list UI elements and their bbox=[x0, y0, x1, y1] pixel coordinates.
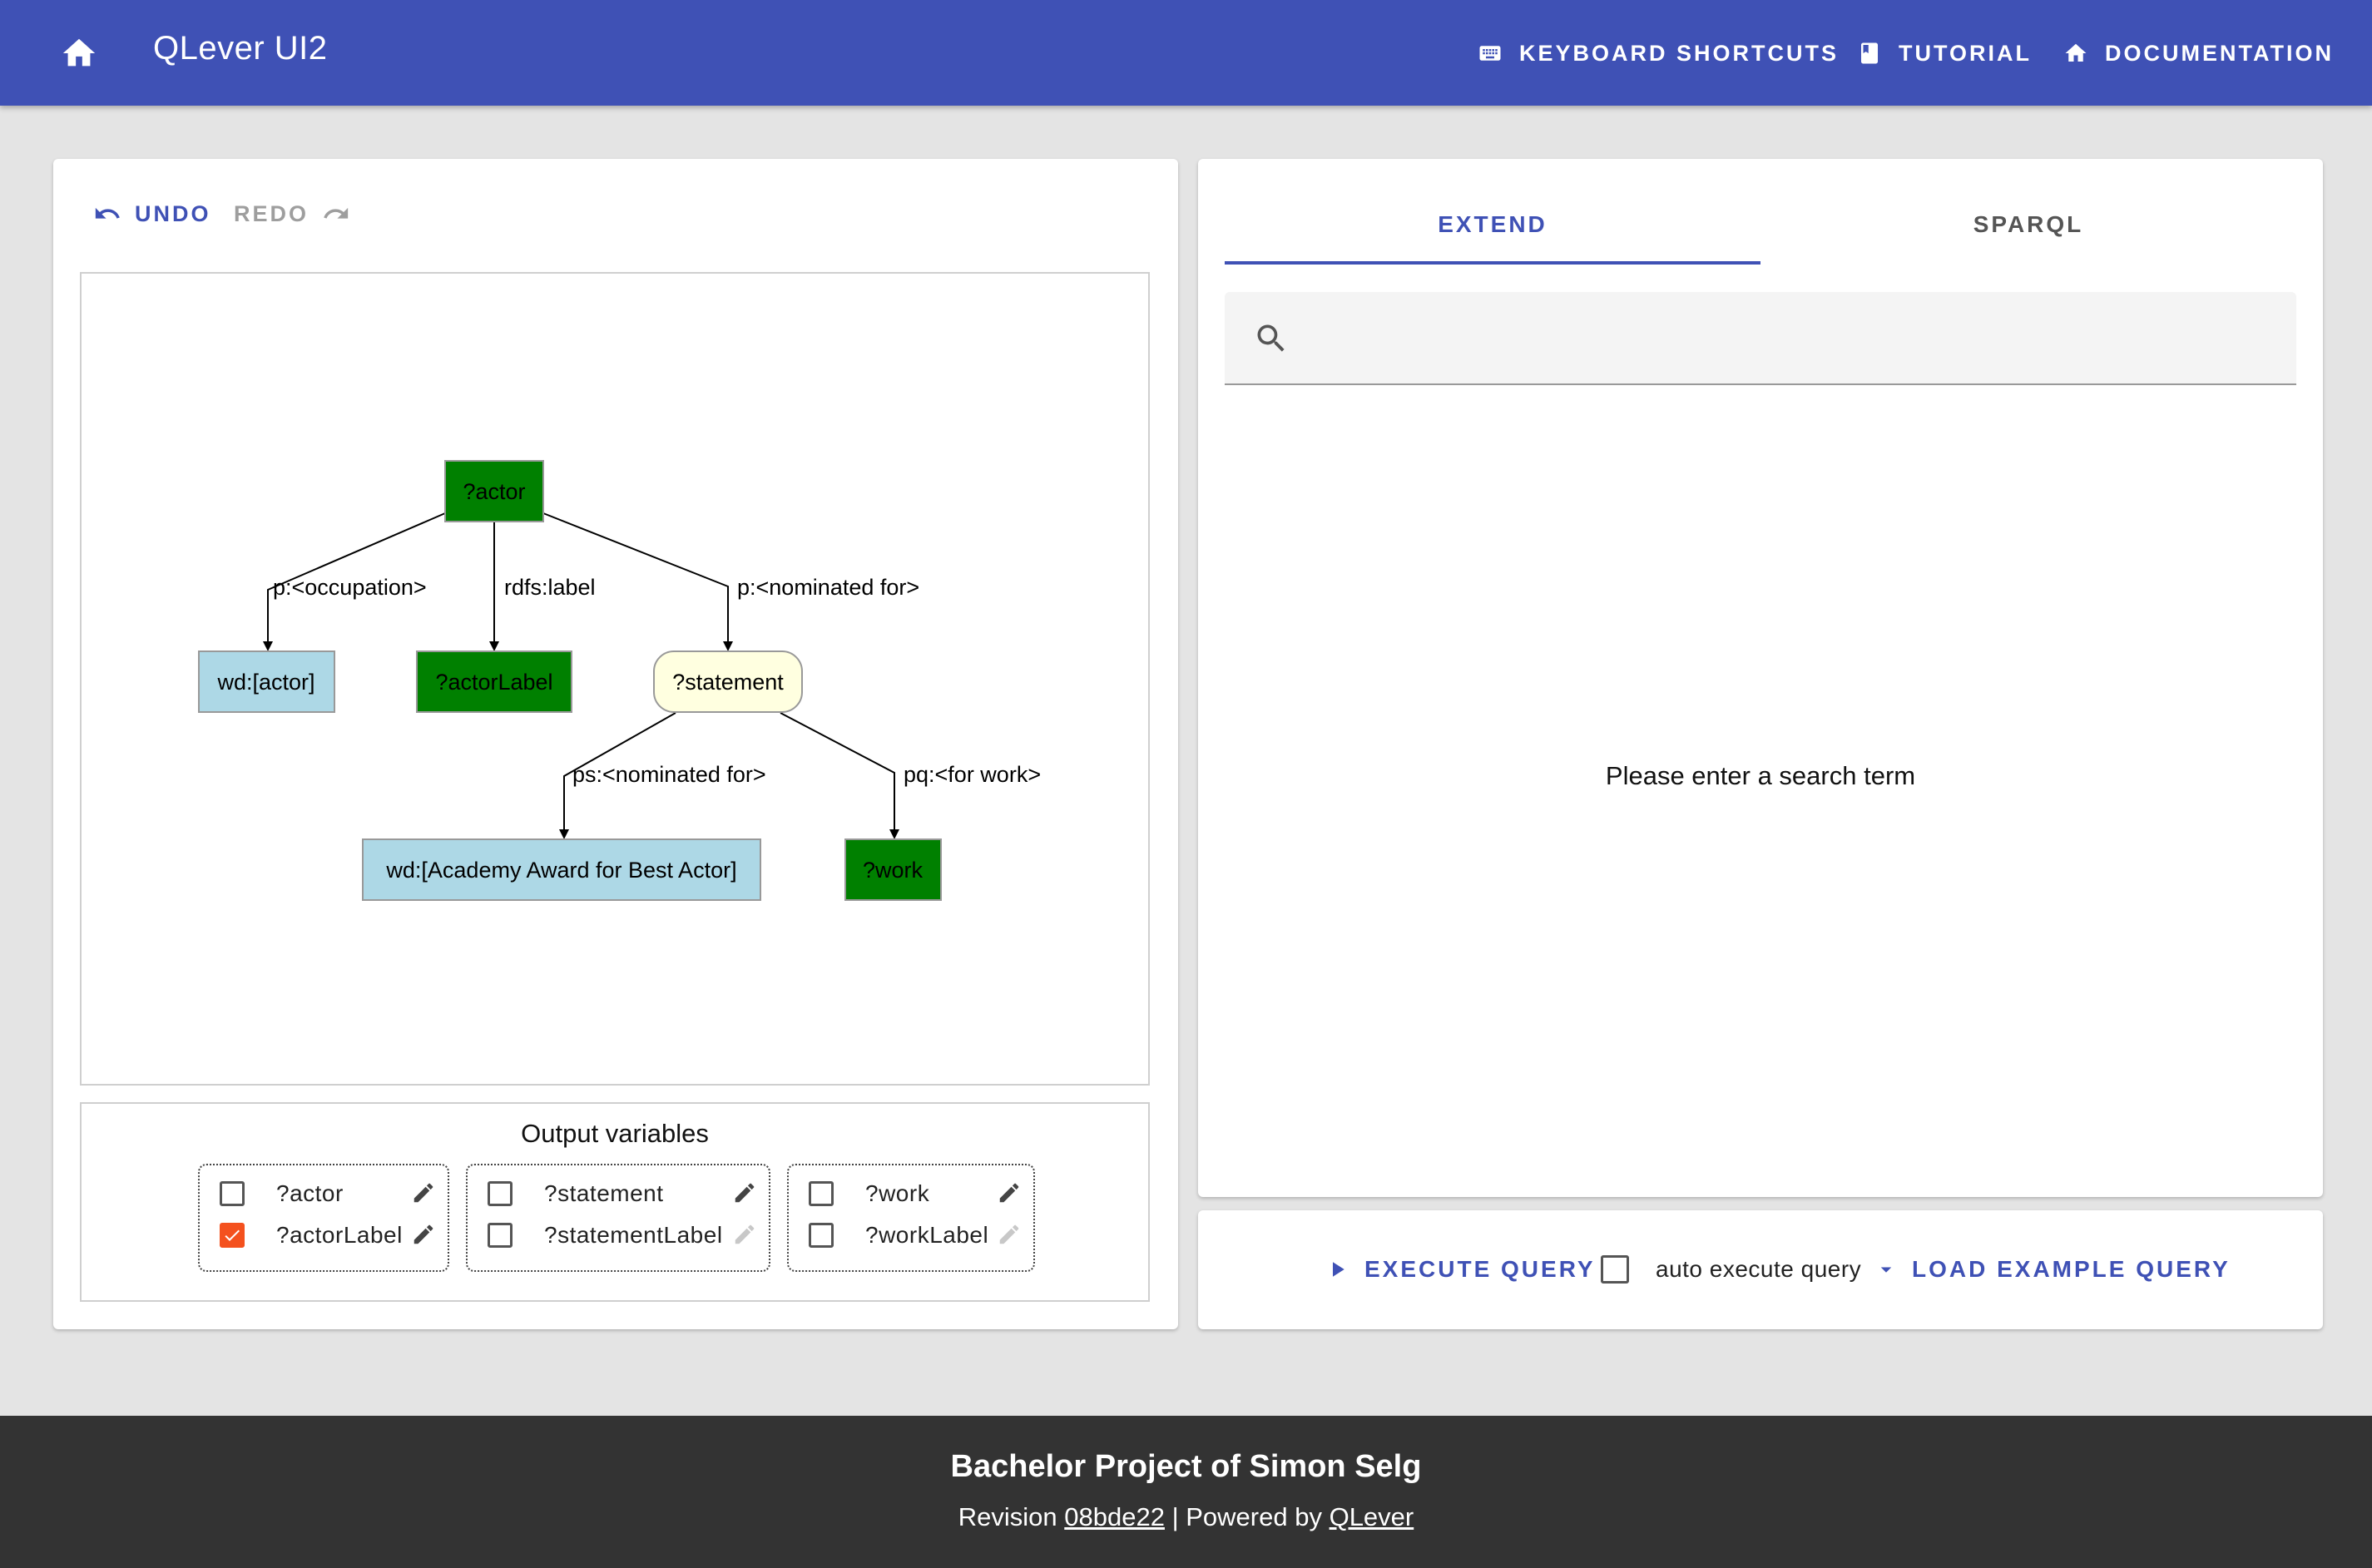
variable-checkbox[interactable] bbox=[488, 1223, 513, 1248]
undo-button[interactable]: UNDO bbox=[93, 200, 211, 228]
variable-row: ?work bbox=[809, 1177, 929, 1210]
tab-indicator bbox=[1225, 261, 1760, 265]
variable-name: ?work bbox=[865, 1180, 930, 1206]
variable-name: ?actorLabel bbox=[276, 1222, 403, 1248]
edge-occupation: p:<occupation> bbox=[263, 512, 446, 651]
undo-label: UNDO bbox=[135, 200, 211, 226]
search-field[interactable] bbox=[1225, 292, 2296, 385]
variable-checkbox-checked[interactable] bbox=[220, 1223, 245, 1248]
tutorial-button[interactable]: TUTORIAL bbox=[1857, 37, 2032, 70]
edge-label-ps-nominated-for: ps:<nominated for> bbox=[572, 762, 766, 787]
node-label-actor-label: ?actorLabel bbox=[435, 670, 552, 695]
variable-name: ?actor bbox=[276, 1180, 344, 1206]
output-variables-panel: Output variables ?actor ?actorLabel ?sta… bbox=[80, 1102, 1150, 1302]
node-label-academy-award: wd:[Academy Award for Best Actor] bbox=[385, 858, 736, 883]
node-statement[interactable]: ?statement bbox=[653, 650, 803, 713]
auto-execute-toggle[interactable]: auto execute query bbox=[1601, 1251, 1861, 1288]
app-title: QLever UI2 bbox=[153, 30, 328, 67]
keyboard-shortcuts-label: KEYBOARD SHORTCUTS bbox=[1519, 40, 1840, 66]
variable-group-actor: ?actor ?actorLabel bbox=[198, 1164, 449, 1272]
footer: Bachelor Project of Simon Selg Revision … bbox=[0, 1416, 2372, 1568]
query-graph: p:<occupation> rdfs:label p:<nominated f… bbox=[80, 272, 1150, 1086]
edge-label-for-work: pq:<for work> bbox=[904, 762, 1041, 787]
search-icon bbox=[1257, 324, 1285, 352]
execute-query-label: EXECUTE QUERY bbox=[1364, 1256, 1596, 1282]
book-icon bbox=[1861, 42, 1878, 64]
edit-icon[interactable] bbox=[997, 1180, 1022, 1205]
node-actor-label[interactable]: ?actorLabel bbox=[416, 650, 572, 713]
edge-label-nominated-for: p:<nominated for> bbox=[737, 575, 919, 600]
variable-group-statement: ?statement ?statementLabel bbox=[466, 1164, 770, 1272]
variable-checkbox[interactable] bbox=[809, 1223, 834, 1248]
keyboard-icon bbox=[1479, 46, 1501, 61]
variable-checkbox[interactable] bbox=[809, 1181, 834, 1206]
execute-query-button[interactable]: EXECUTE QUERY bbox=[1325, 1251, 1596, 1288]
edit-icon[interactable] bbox=[411, 1222, 436, 1247]
tab-sparql[interactable]: SPARQL bbox=[1760, 211, 2296, 238]
check-icon bbox=[225, 1229, 240, 1241]
tab-extend-label: EXTEND bbox=[1438, 211, 1547, 237]
tutorial-label: TUTORIAL bbox=[1899, 40, 2032, 66]
edge-for-work: pq:<for work> bbox=[780, 712, 1041, 839]
node-label-statement: ?statement bbox=[672, 670, 784, 695]
variable-name: ?statement bbox=[544, 1180, 664, 1206]
redo-button[interactable]: REDO bbox=[234, 200, 350, 228]
home-icon bbox=[2065, 43, 2087, 62]
edit-icon[interactable] bbox=[732, 1180, 757, 1205]
keyboard-shortcuts-button[interactable]: KEYBOARD SHORTCUTS bbox=[1478, 37, 1839, 70]
search-input[interactable] bbox=[1308, 309, 2268, 369]
tab-sparql-label: SPARQL bbox=[1973, 211, 2084, 237]
variable-row: ?statement bbox=[488, 1177, 664, 1210]
node-label-wd-actor: wd:[actor] bbox=[216, 670, 314, 695]
node-academy-award[interactable]: wd:[Academy Award for Best Actor] bbox=[362, 838, 761, 901]
undo-icon bbox=[95, 207, 120, 219]
app-bar: QLever UI2 KEYBOARD SHORTCUTS TUTORIAL D… bbox=[0, 0, 2372, 106]
node-label-actor: ?actor bbox=[463, 479, 525, 504]
edge-label-rdfs-label: rdfs:label bbox=[504, 575, 596, 600]
node-actor[interactable]: ?actor bbox=[444, 460, 544, 522]
variable-name: ?workLabel bbox=[865, 1222, 989, 1248]
variable-checkbox[interactable] bbox=[488, 1181, 513, 1206]
variable-checkbox[interactable] bbox=[220, 1181, 245, 1206]
empty-results-message: Please enter a search term bbox=[1605, 761, 1916, 790]
variable-group-work: ?work ?workLabel bbox=[787, 1164, 1035, 1272]
tab-extend[interactable]: EXTEND bbox=[1225, 211, 1760, 238]
documentation-button[interactable]: DOCUMENTATION bbox=[2063, 37, 2334, 70]
node-wd-actor[interactable]: wd:[actor] bbox=[198, 650, 335, 713]
variable-name: ?statementLabel bbox=[544, 1222, 723, 1248]
auto-execute-checkbox[interactable] bbox=[1601, 1255, 1629, 1284]
edit-icon-disabled[interactable] bbox=[997, 1222, 1022, 1247]
revision-link[interactable]: 08bde22 bbox=[1064, 1502, 1165, 1531]
home-icon[interactable] bbox=[60, 34, 98, 72]
play-icon bbox=[1333, 1262, 1344, 1277]
footer-revision: Revision 08bde22 | Powered by QLever bbox=[0, 1502, 2372, 1532]
variable-row: ?actorLabel bbox=[220, 1219, 403, 1252]
actions-card bbox=[1198, 1210, 2323, 1329]
load-example-query-label: LOAD EXAMPLE QUERY bbox=[1912, 1256, 2231, 1282]
edit-icon-disabled[interactable] bbox=[732, 1222, 757, 1247]
node-label-work: ?work bbox=[863, 858, 924, 883]
footer-title: Bachelor Project of Simon Selg bbox=[950, 1449, 1422, 1484]
revision-prefix: Revision bbox=[958, 1502, 1057, 1531]
edge-ps-nominated-for: ps:<nominated for> bbox=[559, 712, 766, 839]
powered-by-text: | Powered by bbox=[1171, 1502, 1322, 1531]
edge-label-occupation: p:<occupation> bbox=[273, 575, 427, 600]
edit-icon[interactable] bbox=[411, 1180, 436, 1205]
qlever-link[interactable]: QLever bbox=[1329, 1502, 1414, 1531]
variable-row: ?workLabel bbox=[809, 1219, 988, 1252]
chevron-down-icon bbox=[1880, 1267, 1892, 1273]
variable-row: ?actor bbox=[220, 1177, 344, 1210]
output-variables-title: Output variables bbox=[521, 1119, 709, 1148]
query-graph-canvas: p:<occupation> rdfs:label p:<nominated f… bbox=[198, 460, 1041, 901]
load-example-query-button[interactable]: LOAD EXAMPLE QUERY bbox=[1874, 1251, 2231, 1288]
variable-row: ?statementLabel bbox=[488, 1219, 723, 1252]
redo-label: REDO bbox=[234, 200, 309, 226]
node-work[interactable]: ?work bbox=[844, 838, 942, 901]
edge-rdfs-label: rdfs:label bbox=[489, 522, 596, 651]
auto-execute-label: auto execute query bbox=[1656, 1256, 1862, 1282]
edge-nominated-for: p:<nominated for> bbox=[542, 512, 919, 651]
documentation-label: DOCUMENTATION bbox=[2105, 40, 2334, 66]
redo-icon bbox=[324, 207, 349, 219]
